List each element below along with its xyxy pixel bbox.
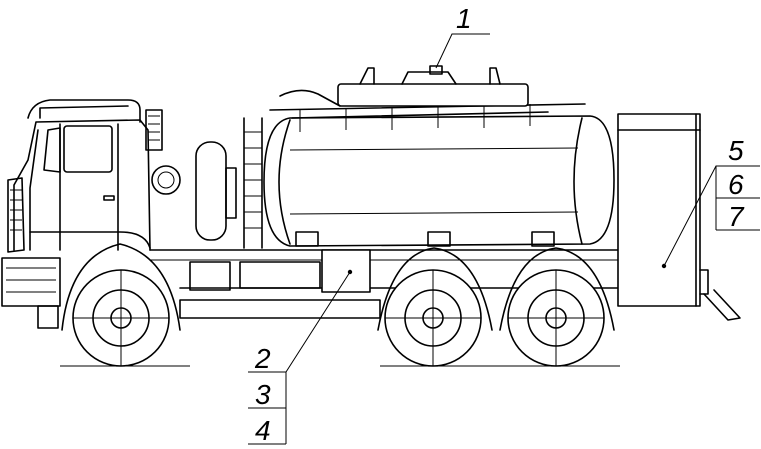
truck-cab	[1, 99, 181, 329]
fuel-tank	[243, 89, 615, 249]
front-wheel	[61, 243, 181, 367]
last-rear-wheel	[499, 247, 615, 367]
callout-1: 1	[456, 3, 472, 34]
top-hatch-equipment	[337, 65, 529, 107]
callout-5: 5	[728, 135, 744, 166]
callout-6: 6	[728, 169, 744, 200]
callout-3: 3	[255, 379, 271, 410]
middle-rear-wheel	[377, 247, 493, 367]
spare-wheel	[195, 141, 237, 241]
callout-4: 4	[255, 415, 271, 446]
callout-leaders	[248, 33, 760, 445]
callout-7: 7	[728, 201, 745, 232]
rear-control-cabinet	[617, 113, 741, 321]
side-pump-box	[189, 249, 371, 293]
callout-2: 2	[254, 343, 271, 374]
